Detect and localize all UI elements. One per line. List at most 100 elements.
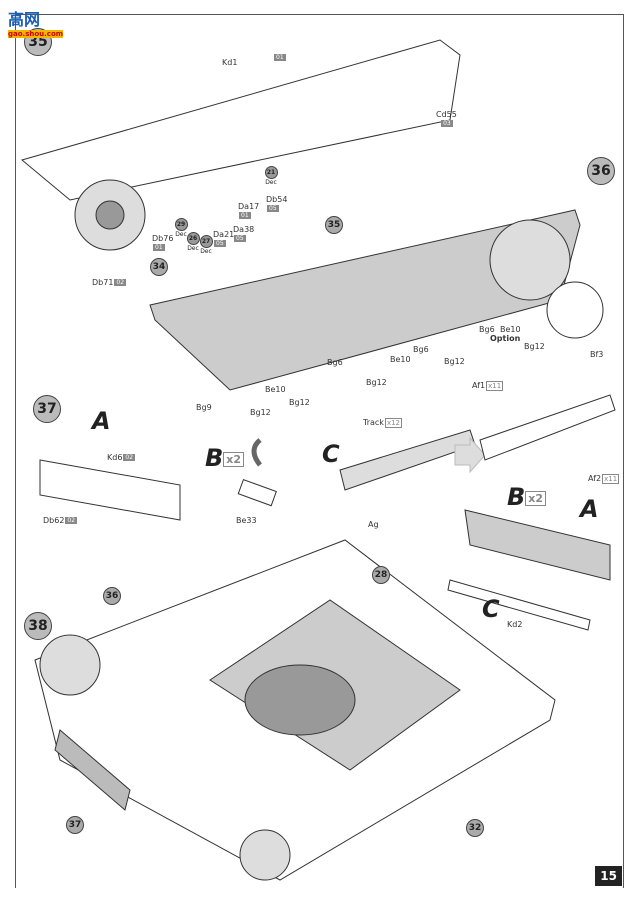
part-id: Kd1 [222,58,238,67]
track-jig-done [479,394,616,461]
decal-number: 21 [264,166,278,179]
multiplier: x11 [602,474,620,484]
part-id: Af1 [472,381,486,390]
label-bg12: Bg12 [289,398,310,407]
logo-text: 高网 [8,10,41,29]
multiplier: x12 [384,418,402,428]
part-be33 [237,478,277,507]
sprue-number: 02 [65,517,78,524]
part-id: Db71 [92,278,114,287]
part-id: Track [363,418,384,427]
sprocket-hub [95,200,125,230]
page-frame [15,14,624,888]
logo-url: gao.shou.com [8,30,64,38]
sprocket-38 [39,634,101,696]
step-38-number: 38 [24,612,52,640]
sub-assembly-c-label-2: C [482,595,500,623]
decal-number: 26 [186,232,200,245]
label-kd1: Kd1 [222,58,237,67]
label-bg6: Bg6 [327,358,343,367]
label-be10: Be10 [500,325,521,334]
page-number: 15 [595,866,622,886]
sub-ref-34: 34 [150,258,168,276]
label-bg6: Bg6 [479,325,495,334]
panel-kd6 [39,459,181,521]
label-option: Option [490,334,521,343]
sub-assembly-a-label-2: A [580,495,599,523]
part-id: Cd55 [436,110,457,119]
idler-38 [239,829,291,881]
sprue-number: 05 [214,240,226,247]
label-bg12: Bg12 [444,357,465,366]
track-kd2 [447,579,591,631]
label-bf3: Bf3 [590,350,604,359]
sprue-number: 01 [153,244,165,251]
sub-ref-32: 32 [466,819,484,837]
label-be10: Be10 [390,355,411,364]
arrow [454,436,486,474]
hull-side-kd1 [20,39,461,201]
label-be33: Be33 [236,516,257,525]
decal-number: 29 [174,218,188,231]
label-bg12: Bg12 [366,378,387,387]
label-be10: Be10 [265,385,286,394]
label-kd2: Kd2 [507,620,523,629]
label-bg12: Bg12 [524,342,545,351]
sub-ref-37: 37 [66,816,84,834]
fender-37 [54,729,131,811]
label-bg12: Bg12 [250,408,271,417]
sub-ref-28: 28 [372,566,390,584]
label-bg6: Bg6 [413,345,429,354]
sub-assembly-c-label: C [322,440,340,468]
decal-label: Dec [265,179,277,186]
decal-number: 27 [199,235,213,248]
letter: B [205,444,224,472]
label-ag: Ag [368,520,379,529]
fender-a [464,509,611,581]
multiplier: x2 [525,490,547,506]
part-id: Da21 [213,230,235,239]
sprue-number: 01 [239,212,251,219]
sub-assembly-a-label: A [92,407,111,435]
decal-label: Dec [187,245,199,252]
sub-ref-36: 36 [103,587,121,605]
part-be33-hook [251,438,263,467]
turret-ring [244,664,356,736]
part-id: Db62 [43,516,65,525]
sprocket-bf3 [546,281,604,339]
decal-label: Dec [175,231,187,238]
sprue-number: 02 [114,279,127,286]
label-bg9: Bg9 [196,403,212,412]
part-id: Db54 [266,195,288,204]
sprue-number: 05 [267,205,279,212]
step-36-number: 36 [587,157,615,185]
drive-cover [489,219,571,301]
decal-label: Dec [200,248,212,255]
sprue-number: 05 [234,235,246,242]
part-id: Da38 [233,225,255,234]
sprue-number: 02 [123,454,136,461]
part-id: Db76 [152,234,174,243]
sprue-number: 01 [274,54,286,61]
sprue-kd1: 01 [273,53,286,62]
part-id: Af2 [588,474,602,483]
part-id: Kd6 [107,453,123,462]
